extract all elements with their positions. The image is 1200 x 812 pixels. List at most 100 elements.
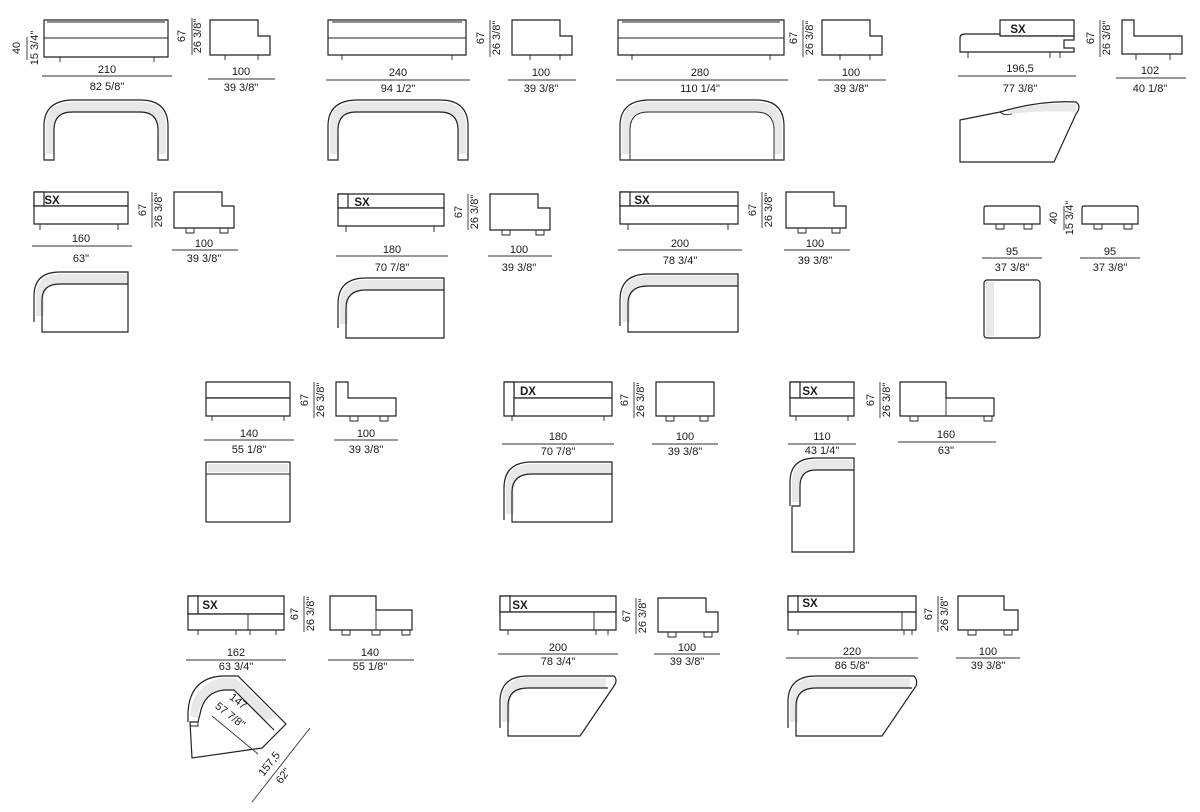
front-view: SX — [337, 193, 445, 232]
module-label: SX — [354, 197, 370, 209]
width-cm: 110 — [813, 431, 831, 443]
height-dim: 67 26 3/8" — [176, 18, 204, 55]
side-view — [489, 193, 551, 236]
height-dim: 67 26 3/8" — [1085, 20, 1113, 57]
height-in: 26 3/8" — [315, 383, 327, 418]
height-dim: 67 26 3/8" — [621, 598, 649, 634]
seat-height: 40 — [11, 42, 23, 54]
seat-height-dim: 40 15 3/4" — [11, 31, 41, 66]
depth-in: 37 3/8" — [1093, 262, 1128, 274]
seat-height-in: 15 3/4" — [29, 31, 41, 66]
height-cm: 67 — [299, 394, 311, 406]
height-in: 26 3/8" — [804, 21, 816, 56]
width-cm: 220 — [843, 646, 861, 658]
height-cm: 67 — [137, 204, 149, 216]
top-view — [619, 273, 739, 333]
depth-in: 39 3/8" — [187, 253, 222, 265]
module-dx-180: DX 180 70 7/8" 67 26 3/8" 100 39 3/8" — [502, 381, 718, 523]
top-view — [789, 457, 855, 553]
width-in: 78 3/4" — [663, 255, 698, 267]
front-view — [43, 19, 169, 62]
front-view — [617, 19, 785, 60]
front-view — [983, 205, 1041, 230]
width-cm: 162 — [227, 647, 245, 659]
width-in: 70 7/8" — [541, 446, 576, 458]
front-view: SX — [619, 191, 739, 230]
top-view — [983, 279, 1041, 339]
depth-cm: 100 — [532, 67, 550, 79]
width-in: 43 1/4" — [805, 445, 840, 457]
height-in: 26 3/8" — [763, 193, 775, 228]
height-dim: 67 26 3/8" — [137, 192, 165, 228]
height-cm: 40 — [1048, 212, 1060, 224]
height-dim: 67 26 3/8" — [299, 382, 327, 418]
top-view — [205, 461, 291, 523]
height-cm: 67 — [289, 608, 301, 620]
height-in: 26 3/8" — [635, 383, 647, 418]
height-cm: 67 — [619, 394, 631, 406]
height-dim: 67 26 3/8" — [475, 20, 503, 57]
width-cm: 240 — [389, 67, 407, 79]
width-cm: 95 — [1006, 246, 1018, 258]
top-view — [787, 675, 918, 737]
depth-in: 39 3/8" — [224, 82, 259, 94]
height-in: 26 3/8" — [469, 195, 481, 230]
depth-in: 39 3/8" — [670, 656, 705, 668]
side-view — [655, 381, 715, 422]
depth-cm: 100 — [979, 646, 997, 658]
depth-in: 39 3/8" — [349, 444, 384, 456]
height-cm: 67 — [475, 32, 487, 44]
side-view — [329, 595, 413, 636]
module-label: SX — [802, 598, 818, 610]
front-view: DX — [503, 381, 613, 421]
front-view: SX — [187, 595, 285, 635]
width-cm: 210 — [98, 64, 116, 76]
top-view — [187, 675, 287, 759]
depth-cm: 100 — [510, 244, 528, 256]
width-cm: 160 — [72, 233, 90, 245]
module-angled-220: SX 220 86 5/8" 67 26 3/8" 100 39 3/8" — [786, 595, 1020, 737]
top-view — [327, 99, 469, 161]
depth-cm: 100 — [676, 431, 694, 443]
width-in: 94 1/2" — [381, 83, 416, 95]
height-in: 26 3/8" — [637, 599, 649, 634]
width-cm: 200 — [549, 642, 567, 654]
side-view — [1081, 205, 1139, 230]
width-cm: 196,5 — [1006, 63, 1034, 75]
side-view — [657, 597, 719, 638]
height-in: 26 3/8" — [939, 597, 951, 632]
depth-cm: 160 — [937, 429, 955, 441]
height-cm: 67 — [788, 32, 800, 44]
width-in: 110 1/4" — [680, 83, 720, 95]
depth-cm: 140 — [361, 647, 379, 659]
module-label: SX — [202, 600, 218, 612]
side-view — [173, 191, 235, 234]
depth-in: 39 3/8" — [524, 83, 559, 95]
top-view — [33, 271, 129, 333]
height-dim: 67 26 3/8" — [289, 596, 317, 632]
module-sofa-240: 240 94 1/2" 67 26 3/8" 100 39 3/8" — [326, 19, 576, 161]
height-dim: 67 26 3/8" — [453, 194, 481, 230]
width-in: 63 3/4" — [219, 661, 254, 673]
depth-cm: 100 — [842, 67, 860, 79]
depth-in: 39 3/8" — [798, 255, 833, 267]
top-view — [619, 99, 785, 161]
diagonal-dim: 157,5 62" — [251, 727, 311, 803]
height-dim: 40 15 3/4" — [1048, 201, 1076, 236]
module-sx-160: SX 160 63" 67 26 3/8" 100 39 3/8" — [32, 191, 238, 333]
width-in: 37 3/8" — [995, 262, 1030, 274]
height-cm: 67 — [176, 30, 188, 42]
height-in: 15 3/4" — [1064, 201, 1076, 236]
depth-in: 39 3/8" — [668, 446, 703, 458]
width-in: 86 5/8" — [835, 660, 870, 672]
side-view — [785, 191, 847, 234]
height-in: 26 3/8" — [1101, 21, 1113, 56]
depth-cm: 100 — [678, 642, 696, 654]
top-view — [499, 675, 617, 737]
height-in: 26 3/8" — [881, 383, 893, 418]
depth-in: 39 3/8" — [834, 83, 869, 95]
depth-cm: 100 — [232, 66, 250, 78]
height-cm: 67 — [1085, 32, 1097, 44]
front-view: SX — [789, 381, 855, 421]
module-label: DX — [520, 386, 536, 398]
